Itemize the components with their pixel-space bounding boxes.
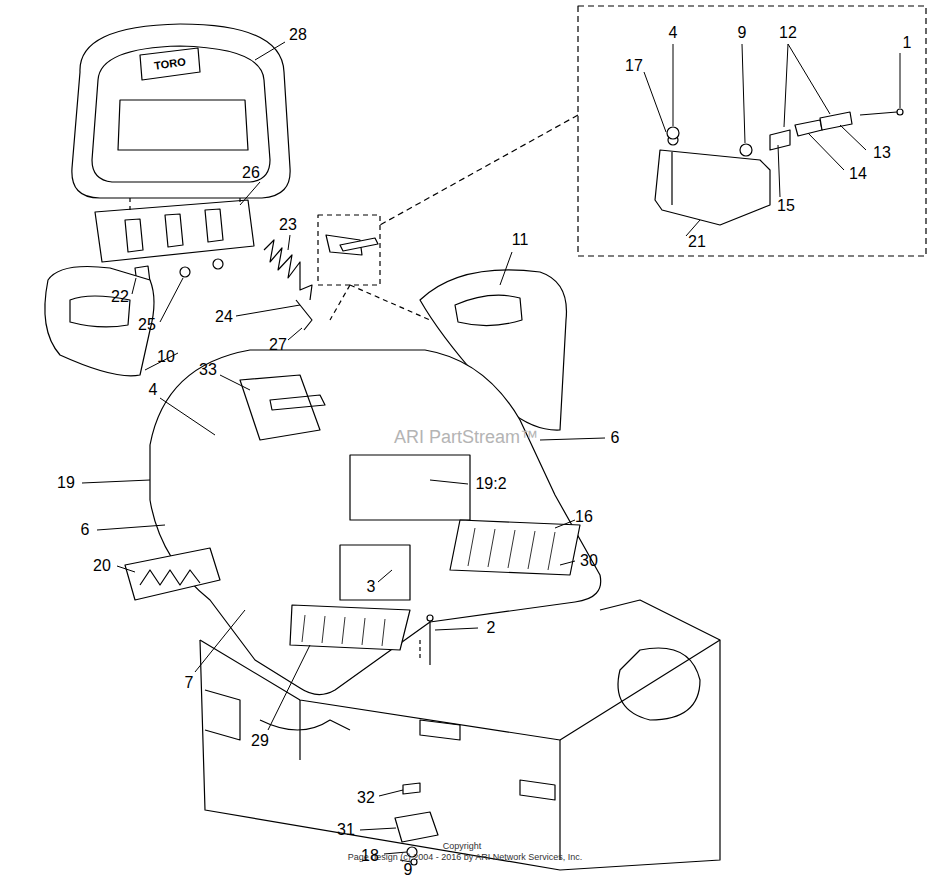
callout-number: 32 [357, 790, 375, 806]
inset-frame [578, 6, 926, 256]
callout-number: 13 [873, 145, 891, 161]
callout-number: 21 [688, 234, 706, 250]
callout-number: 24 [215, 309, 233, 325]
callout-number: 11 [512, 232, 529, 248]
callout-number: 9 [404, 862, 413, 878]
callout-number: 30 [580, 553, 598, 569]
callout-number: 2 [487, 620, 496, 636]
brand-logo: TORO [154, 56, 187, 71]
callout-number: 23 [279, 217, 297, 233]
callout-number: 22 [111, 289, 129, 305]
callout-number: 18 [361, 848, 379, 864]
callout-number: 29 [251, 733, 269, 749]
callout-number: 33 [199, 362, 217, 378]
callout-number: 17 [625, 58, 643, 74]
callout-number: 19:2 [475, 476, 506, 492]
callout-number: 3 [367, 579, 376, 595]
callout-number: 4 [149, 382, 158, 398]
callout-number: 12 [779, 25, 797, 41]
callout-number: 4 [669, 25, 678, 41]
callout-number: 27 [269, 337, 287, 353]
callout-number: 6 [81, 522, 90, 538]
callout-number: 10 [157, 349, 175, 365]
copyright-note: Copyright [443, 842, 482, 851]
watermark: ARI PartStream™ [394, 428, 538, 446]
callout-number: 6 [611, 430, 620, 446]
callout-number: 1 [903, 35, 912, 51]
callout-number: 26 [242, 165, 260, 181]
callout-number: 9 [738, 25, 747, 41]
callout-number: 19 [57, 475, 75, 491]
callout-number: 31 [337, 822, 355, 838]
callout-number: 28 [289, 27, 307, 43]
callout-number: 20 [93, 558, 111, 574]
callout-number: 16 [575, 509, 593, 525]
copyright-note: Page design (c) 2004 - 2016 by ARI Netwo… [348, 853, 583, 862]
callout-number: 7 [185, 675, 194, 691]
callout-number: 15 [777, 198, 795, 214]
callout-number: 14 [849, 166, 867, 182]
callout-number: 25 [138, 317, 156, 333]
